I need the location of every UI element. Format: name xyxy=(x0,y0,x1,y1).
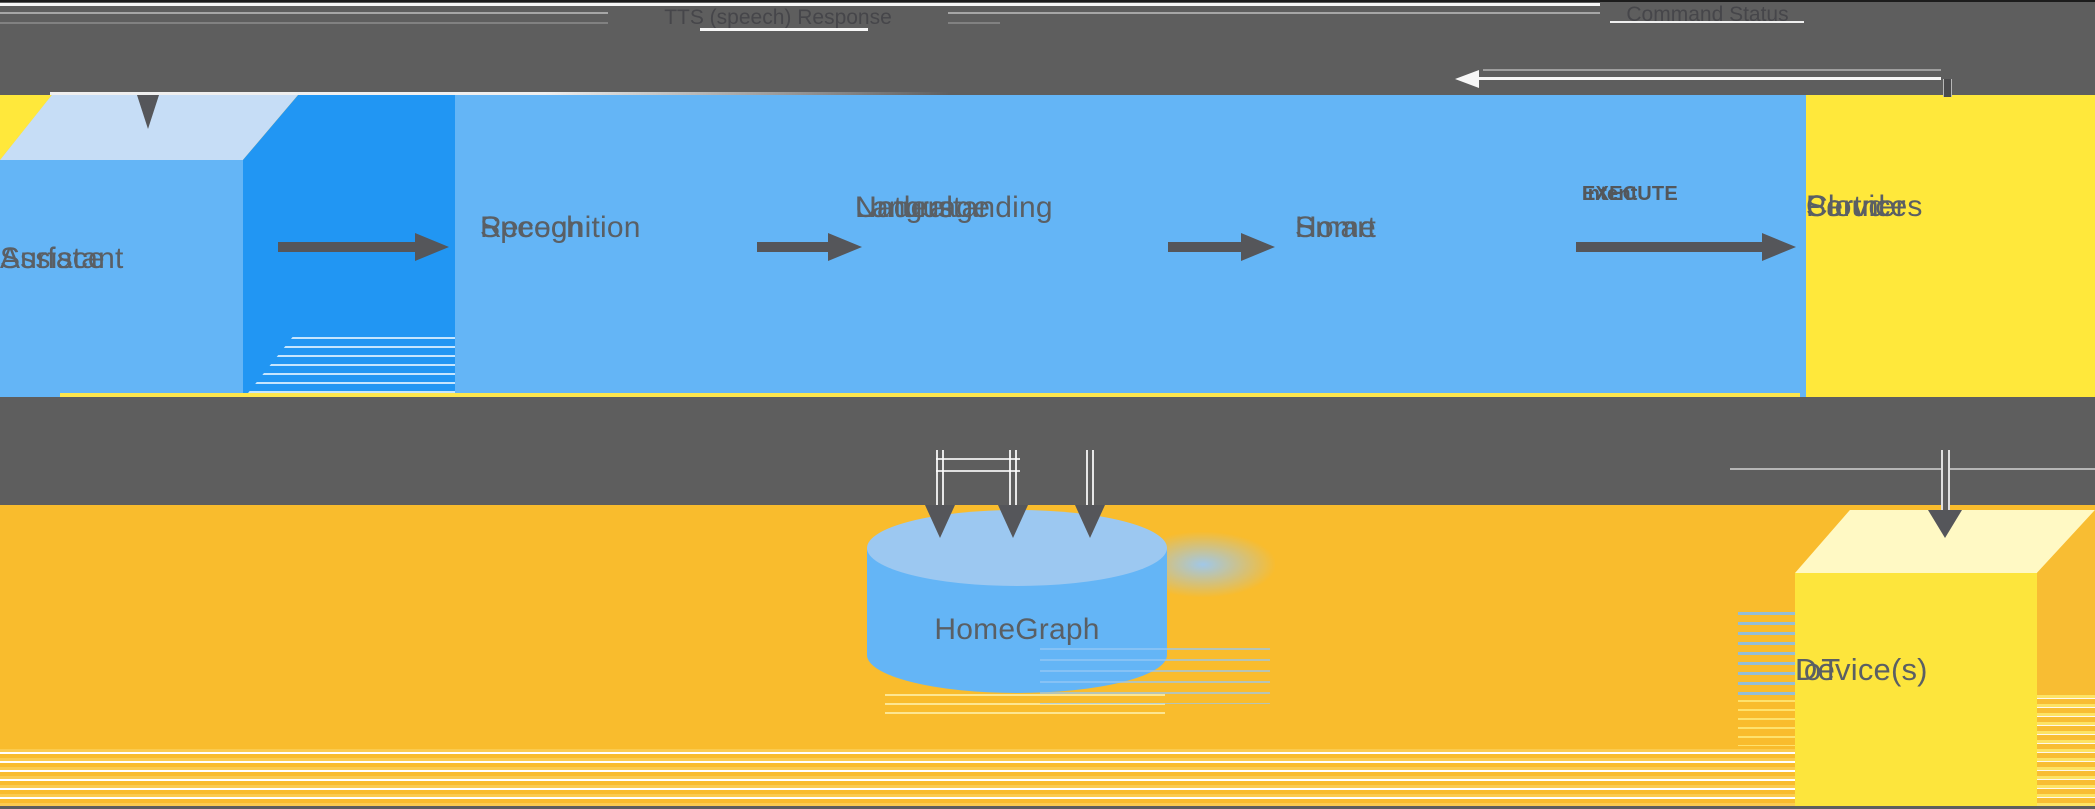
command-status-arrow-head-icon xyxy=(1455,70,1479,88)
assistant-surface-box xyxy=(0,160,243,397)
arrow-speech-to-nlu-head-icon xyxy=(828,233,862,261)
flow-band-middle xyxy=(0,397,2095,505)
tts-label-underline xyxy=(700,28,868,31)
band-bottom-highlight xyxy=(50,92,950,95)
tts-arrow-line xyxy=(0,3,1692,6)
homegraph-down-arrow-head-3-icon xyxy=(1075,505,1105,538)
iot-device-box xyxy=(1795,573,2037,809)
iot-left-blue-stripe-artifact xyxy=(1738,612,1796,698)
arrow-speech-to-nlu xyxy=(757,242,829,252)
arrow-smarthome-to-partner-head-icon xyxy=(1762,233,1796,261)
arrow-nlu-to-smarthome xyxy=(1168,242,1242,252)
command-status-label: Command Status xyxy=(1600,3,1815,27)
command-status-arrow-tick xyxy=(1943,79,1952,97)
arrow-nlu-to-smarthome-head-icon xyxy=(1241,233,1275,261)
iot-arrow-white-segment xyxy=(1730,468,2095,470)
homegraph-down-arrow-shaft-1 xyxy=(936,450,944,505)
homegraph-arrow-white-segment-2 xyxy=(936,470,1020,472)
panel-bottom-yellow-line xyxy=(60,393,1800,397)
down-arrow-into-assistant-icon xyxy=(137,95,159,129)
tts-response-label: TTS (speech) Response xyxy=(608,6,948,30)
command-status-underline xyxy=(1610,21,1804,23)
bottom-stripe-artifact xyxy=(0,745,2095,806)
arrow-assistant-to-speech-head-icon xyxy=(415,233,449,261)
homegraph-right-stripe-artifact xyxy=(1040,648,1270,704)
iot-down-arrow-head-icon xyxy=(1928,510,1962,538)
homegraph-label: HomeGraph xyxy=(934,613,1100,646)
iot-down-arrow-shaft xyxy=(1941,450,1950,510)
homegraph-blur-artifact xyxy=(1155,532,1275,597)
bottom-edge-line xyxy=(0,806,2095,809)
homegraph-arrow-white-segment-1 xyxy=(936,458,1020,460)
arrow-smarthome-to-partner xyxy=(1576,242,1763,252)
tts-arrow-line-3 xyxy=(0,22,1000,24)
iot-side-stripe-artifact xyxy=(2037,690,2095,806)
iot-left-yellow-stripe-artifact xyxy=(1738,700,1796,746)
homegraph-down-arrow-head-1-icon xyxy=(925,505,955,538)
top-edge-line xyxy=(0,0,2095,2)
command-status-arrow-line xyxy=(1479,77,1941,80)
command-status-arrow-shadow xyxy=(1483,69,1941,71)
homegraph-down-arrow-head-2-icon xyxy=(998,505,1028,538)
partner-cloud-box xyxy=(1806,95,2095,397)
homegraph-down-arrow-shaft-3 xyxy=(1086,450,1094,505)
arrow-assistant-to-speech xyxy=(278,242,416,252)
homegraph-down-arrow-shaft-2 xyxy=(1009,450,1017,505)
